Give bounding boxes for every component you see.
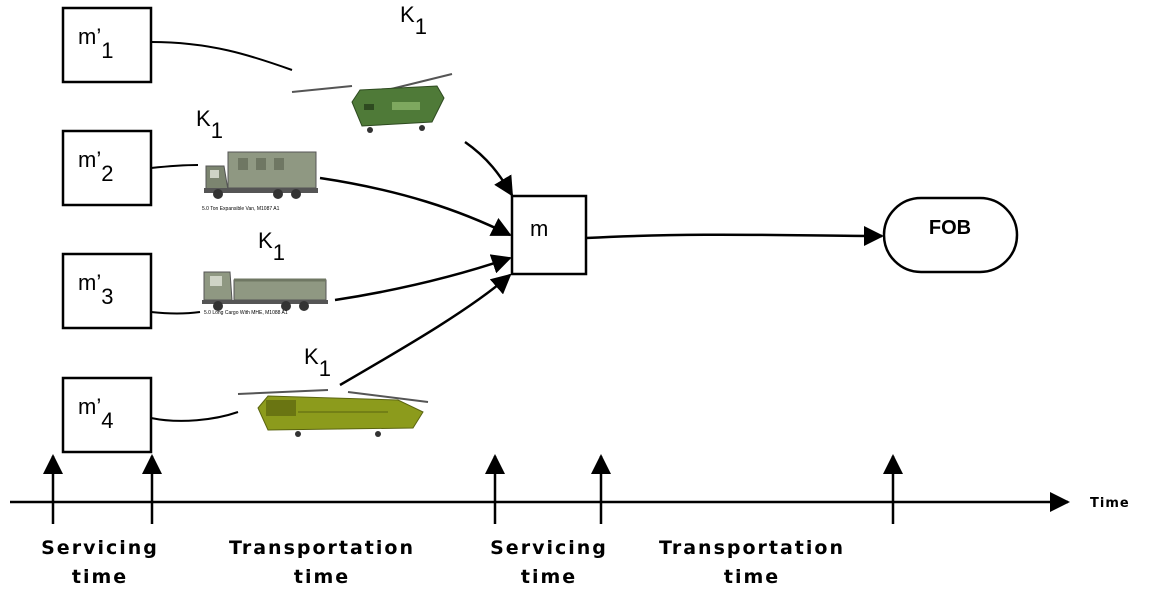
arrow-heli-to-m <box>464 140 514 197</box>
arrow-truck-to-m <box>319 176 512 237</box>
arrow-cargo-to-m <box>334 254 512 302</box>
timeline-label-servicing-1: Servicing time <box>41 537 159 588</box>
node-m2: m’2 <box>61 129 153 207</box>
svg-text:m’4: m’4 <box>78 394 113 433</box>
connector-m3-truck <box>150 311 201 315</box>
node-m3: m’3 <box>61 252 153 330</box>
node-m: m <box>510 194 588 276</box>
svg-text:Servicing: Servicing <box>41 537 159 559</box>
svg-text:m’2: m’2 <box>78 147 113 186</box>
arrow-m-to-fob <box>585 225 884 246</box>
svg-text:time: time <box>724 566 780 588</box>
connector-m4-heli <box>150 411 239 422</box>
connector-m1-heli <box>150 41 293 71</box>
k-label-2: K1 <box>196 106 223 143</box>
k-label-1: K1 <box>400 2 427 39</box>
timeline-label-transport-1: Transportation time <box>229 537 415 588</box>
helicopter-2-image <box>237 389 429 437</box>
svg-text:Transportation: Transportation <box>659 537 845 559</box>
truck-cargo-image: 5.0 Long Cargo With MHE, M1088 A1 <box>202 271 328 316</box>
truck-van-caption: 5.0 Ton Expansible Van, M1087 A1 <box>202 206 280 212</box>
timeline-label-servicing-2: Servicing time <box>490 537 608 588</box>
timeline-label-transport-2: Transportation time <box>659 537 845 588</box>
helicopter-1-image <box>291 73 453 133</box>
k-label-4: K1 <box>304 344 331 381</box>
svg-text:Servicing: Servicing <box>490 537 608 559</box>
connector-m2-truck <box>150 164 199 169</box>
time-axis-label: Time <box>1090 496 1130 511</box>
svg-text:time: time <box>294 566 350 588</box>
svg-text:time: time <box>72 566 128 588</box>
truck-cargo-caption: 5.0 Long Cargo With MHE, M1088 A1 <box>204 310 288 316</box>
node-m1: m’1 <box>61 6 153 84</box>
arrow-heli2-to-m <box>339 273 512 387</box>
svg-text:time: time <box>521 566 577 588</box>
svg-text:m’3: m’3 <box>78 270 113 309</box>
truck-van-image: 5.0 Ton Expansible Van, M1087 A1 <box>202 151 318 212</box>
node-fob: FOB <box>882 196 1019 274</box>
svg-text:m’1: m’1 <box>78 24 113 63</box>
k-label-3: K1 <box>258 228 285 265</box>
svg-text:FOB: FOB <box>929 217 971 239</box>
svg-text:Transportation: Transportation <box>229 537 415 559</box>
svg-text:m: m <box>530 216 548 241</box>
node-m4: m’4 <box>61 376 153 454</box>
